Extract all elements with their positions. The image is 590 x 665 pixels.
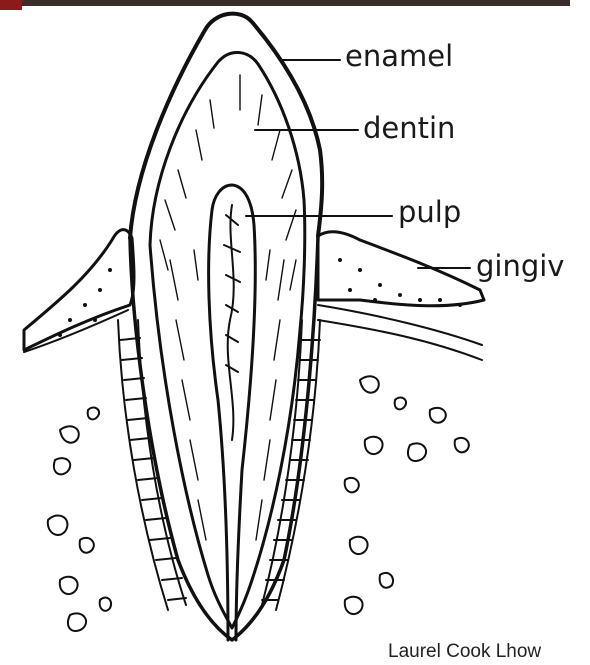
dentin-label: dentin <box>363 114 455 143</box>
bone-right-edge <box>318 320 482 360</box>
enamel-label: enamel <box>345 42 453 71</box>
gingiva-label: gingiv <box>476 252 564 281</box>
pulp-label: pulp <box>398 198 461 227</box>
illustration-credit: Laurel Cook Lhow <box>388 642 541 661</box>
periodontal-ligament-left <box>118 320 186 610</box>
enamel-outline <box>130 14 322 238</box>
bone-speckles <box>48 376 469 631</box>
leader-lines <box>246 60 470 268</box>
